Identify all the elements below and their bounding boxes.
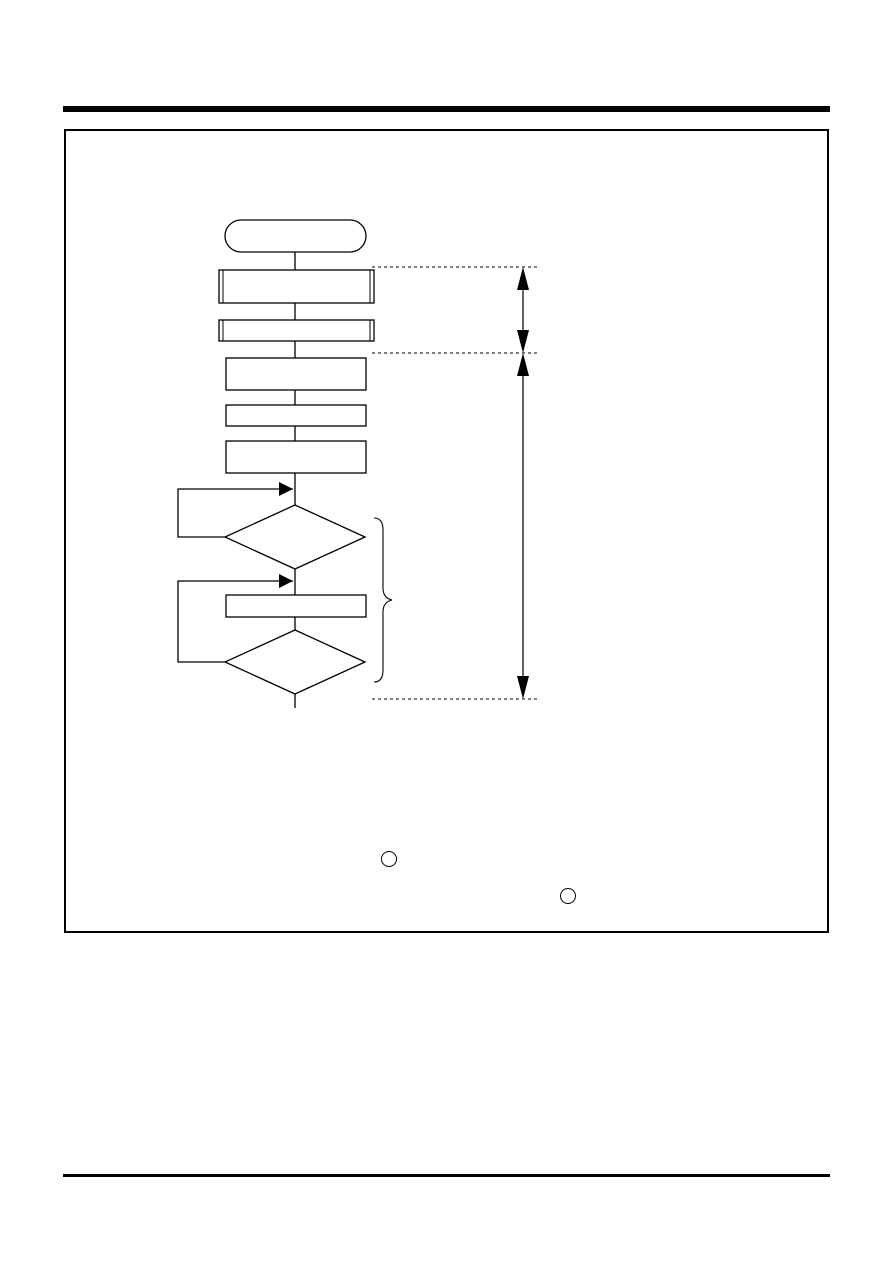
header-rule (63, 106, 830, 112)
start-terminator (224, 219, 367, 253)
grouping-brace (373, 517, 393, 683)
loop-arrow-1 (177, 482, 293, 538)
footer-rule (63, 1174, 830, 1177)
decision-diamond-2 (223, 629, 367, 695)
note-marker-1 (381, 851, 397, 867)
upper-span-arrow (517, 267, 529, 353)
process-box-1 (225, 357, 367, 391)
process-box-2 (225, 404, 367, 427)
note-marker-2 (560, 888, 576, 904)
lower-span-arrow (517, 353, 529, 699)
figure-frame (64, 129, 829, 933)
decision-diamond-1 (223, 504, 367, 570)
subroutine-box-2 (218, 319, 375, 342)
loop-arrow-2 (177, 574, 293, 663)
subroutine-box-1 (218, 269, 375, 304)
process-box-4 (225, 594, 367, 618)
process-box-3 (225, 440, 367, 474)
